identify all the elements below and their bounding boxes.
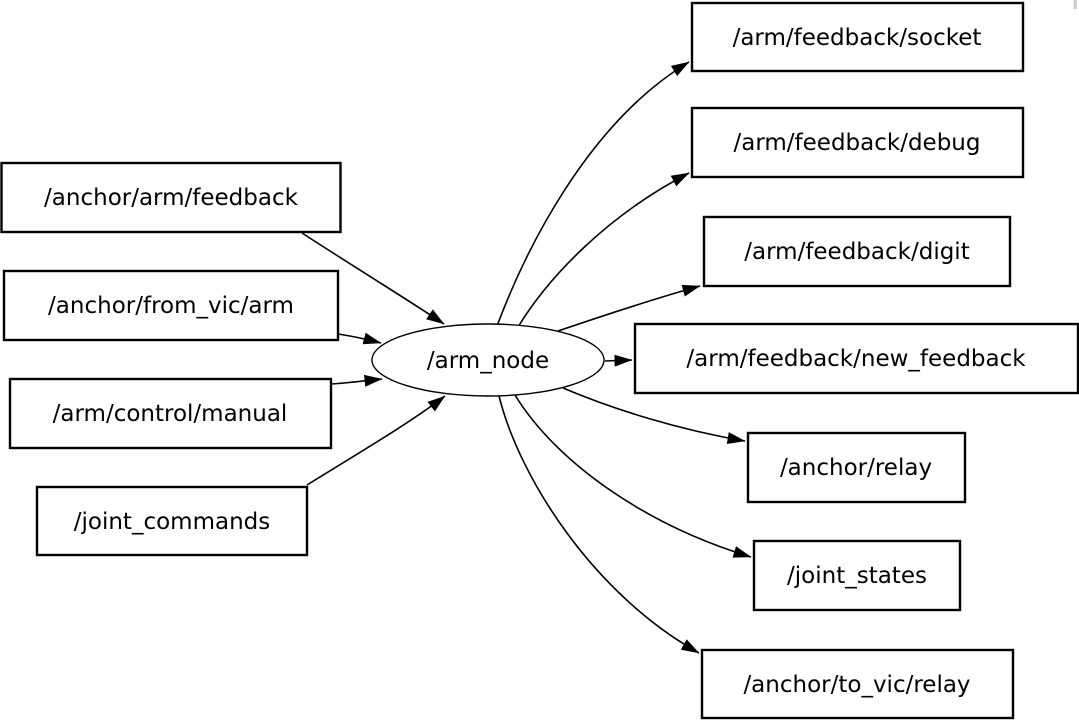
edge-anchor-arm-feedback-to-arm-node: [301, 232, 445, 325]
edge-arm-control-manual-to-arm-node: [331, 374, 383, 387]
topic-node-anchor-arm-feedback: /anchor/arm/feedback: [0, 161, 342, 234]
edge-anchor-from-vic-arm-to-arm-node: [337, 332, 382, 345]
topic-label-arm-feedback-new-feedback: /arm/feedback/new_feedback: [686, 346, 1026, 372]
topic-node-arm-feedback-digit: /arm/feedback/digit: [702, 215, 1012, 288]
arm-node-ellipse: [371, 323, 605, 397]
topic-box-arm-feedback-debug: [690, 106, 1025, 179]
topic-label-arm-feedback-digit: /arm/feedback/digit: [744, 239, 969, 265]
topic-label-arm-control-manual: /arm/control/manual: [53, 401, 288, 427]
topic-node-arm-control-manual: /arm/control/manual: [8, 377, 333, 450]
topic-label-anchor-arm-feedback: /anchor/arm/feedback: [44, 185, 299, 211]
topic-box-arm-feedback-new-feedback: [633, 322, 1079, 395]
edge-arm-node-to-anchor-relay: [562, 387, 746, 444]
topic-label-anchor-from-vic-arm: /anchor/from_vic/arm: [48, 293, 294, 319]
topic-label-arm-feedback-socket: /arm/feedback/socket: [733, 25, 982, 51]
topic-box-anchor-relay: [746, 431, 967, 504]
node-arm-node: /arm_node: [371, 323, 605, 397]
topic-box-joint-states: [752, 539, 962, 612]
topic-node-anchor-from-vic-arm: /anchor/from_vic/arm: [2, 269, 340, 342]
edge-arm-node-to-arm-feedback-new-feedback: [604, 354, 633, 367]
topic-label-anchor-to-vic-relay: /anchor/to_vic/relay: [743, 672, 970, 698]
topic-node-joint-commands: /joint_commands: [35, 485, 309, 557]
topic-node-anchor-relay: /anchor/relay: [746, 431, 967, 504]
topic-node-arm-feedback-new-feedback: /arm/feedback/new_feedback: [633, 322, 1079, 395]
topic-label-joint-states: /joint_states: [787, 563, 927, 589]
topic-box-anchor-from-vic-arm: [2, 269, 340, 342]
topic-box-arm-feedback-socket: [690, 1, 1025, 73]
topic-node-arm-feedback-socket: /arm/feedback/socket: [690, 1, 1025, 73]
topic-box-anchor-arm-feedback: [0, 161, 342, 234]
edge-arm-node-to-joint-states: [514, 394, 752, 558]
topic-label-arm-feedback-debug: /arm/feedback/debug: [734, 130, 981, 156]
edge-arm-node-to-arm-feedback-digit: [557, 284, 701, 332]
topic-box-arm-control-manual: [8, 377, 333, 450]
topic-box-arm-feedback-digit: [702, 215, 1012, 288]
edge-arm-node-to-arm-feedback-socket: [496, 61, 690, 327]
edge-joint-commands-to-arm-node: [306, 395, 446, 486]
topic-box-joint-commands: [35, 485, 309, 557]
topic-node-arm-feedback-debug: /arm/feedback/debug: [690, 106, 1025, 179]
topic-label-joint-commands: /joint_commands: [74, 509, 270, 535]
topic-node-anchor-to-vic-relay: /anchor/to_vic/relay: [700, 648, 1015, 720]
edge-arm-node-to-arm-feedback-debug: [517, 172, 690, 328]
arm-node-label: /arm_node: [427, 348, 549, 374]
topic-label-anchor-relay: /anchor/relay: [780, 455, 932, 481]
clipped-edge-artifact: [1073, 0, 1077, 9]
topic-box-anchor-to-vic-relay: [700, 648, 1015, 720]
topic-node-joint-states: /joint_states: [752, 539, 962, 612]
edge-arm-node-to-anchor-to-vic-relay: [498, 395, 700, 654]
